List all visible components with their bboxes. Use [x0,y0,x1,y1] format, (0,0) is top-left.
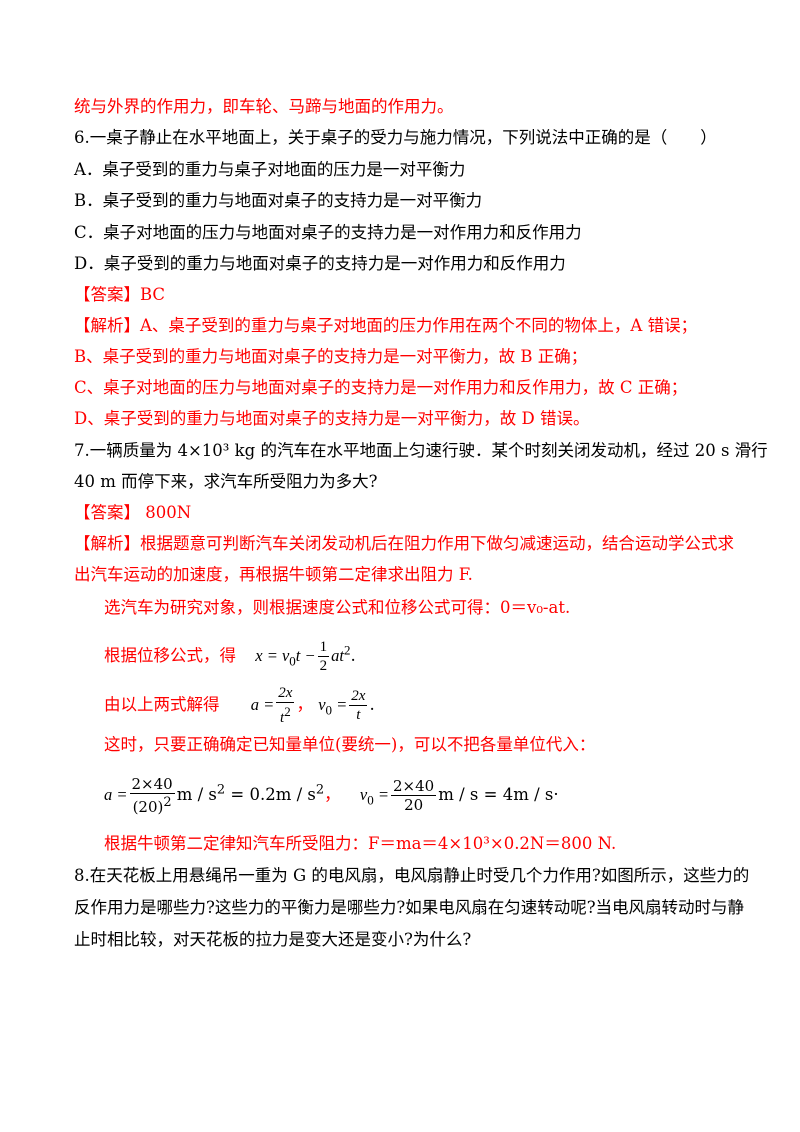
explanation-7-line-3: 选汽车为研究对象，则根据速度公式和位移公式可得：0＝v₀-at. [104,598,571,617]
question-7-line-2: 40 m 而停下来，求汽车所受阻力为多大? [74,472,378,491]
explanation-7-line-8: 根据牛顿第二定律知汽车所受阻力：F＝ma＝4×10³×0.2N＝800 N. [104,834,617,853]
option-6b: B．桌子受到的重力与地面对桌子的支持力是一对平衡力 [74,191,483,210]
formula-a-value-fraction: 2×40(20)2 [129,775,175,816]
option-6c: C．桌子对地面的压力与地面对桌子的支持力是一对作用力和反作用力 [74,223,582,242]
explanation-7-line-1: 【解析】根据题意可判断汽车关闭发动机后在阻力作用下做匀减速运动，结合运动学公式求 [74,534,734,553]
question-6: 6.一桌子静止在水平地面上，关于桌子的受力与施力情况，下列说法中正确的是（ ） [74,128,717,147]
option-6a: A．桌子受到的重力与桌子对地面的压力是一对平衡力 [74,160,466,179]
answer-7: 【答案】 800N [74,503,192,522]
explanation-7-line-4-text: 根据位移公式，得 [104,646,236,665]
formula-v0: v0 = [318,695,348,718]
explanation-7-line-5-text: 由以上两式解得 [104,695,220,714]
formula-v0-value: v0 = [359,785,390,808]
answer-6: 【答案】BC [74,285,166,304]
formula-a-value: a = [104,785,128,804]
explanation-6-line-2: B、桌子受到的重力与地面对桌子的支持力是一对平衡力，故 B 正确； [74,347,588,366]
formula-acceleration: a = [250,695,275,714]
question-8-line-2: 反作用力是哪些力?这些力的平衡力是哪些力?如果电风扇在匀速转动呢?当电风扇转动时… [74,898,745,917]
text-line-continuation: 统与外界的作用力，即车轮、马蹄与地面的作用力。 [74,97,454,116]
explanation-6-line-3: C、桌子对地面的压力与地面对桌子的支持力是一对作用力和反作用力，故 C 正确； [74,378,688,397]
explanation-7-line-6: 这时，只要正确确定已知量单位(要统一)，可以不把各量单位代入： [104,735,596,754]
question-8-line-1: 8.在天花板上用悬绳吊一重为 G 的电风扇，电风扇静止时受几个力作用?如图所示，… [74,866,750,885]
question-8-line-3: 止时相比较，对天花板的拉力是变大还是变小?为什么? [74,930,472,949]
explanation-7-line-2: 出汽车运动的加速度，再根据牛顿第二定律求出阻力 F. [74,565,473,584]
formula-displacement: x = v0t − [255,646,316,669]
explanation-6-line-4: D、桌子受到的重力与地面对桌子的支持力是一对平衡力，故 D 错误。 [74,409,590,428]
formula-at2: at2 [331,642,351,666]
question-7-line-1: 7.一辆质量为 4×10³ kg 的汽车在水平地面上匀速行驶．某个时刻关闭发动机… [74,441,768,460]
option-6d: D．桌子受到的重力与地面对桌子的支持力是一对作用力和反作用力 [74,254,566,273]
explanation-6-line-1: 【解析】A、桌子受到的重力与桌子对地面的压力作用在两个不同的物体上，A 错误； [74,316,698,335]
